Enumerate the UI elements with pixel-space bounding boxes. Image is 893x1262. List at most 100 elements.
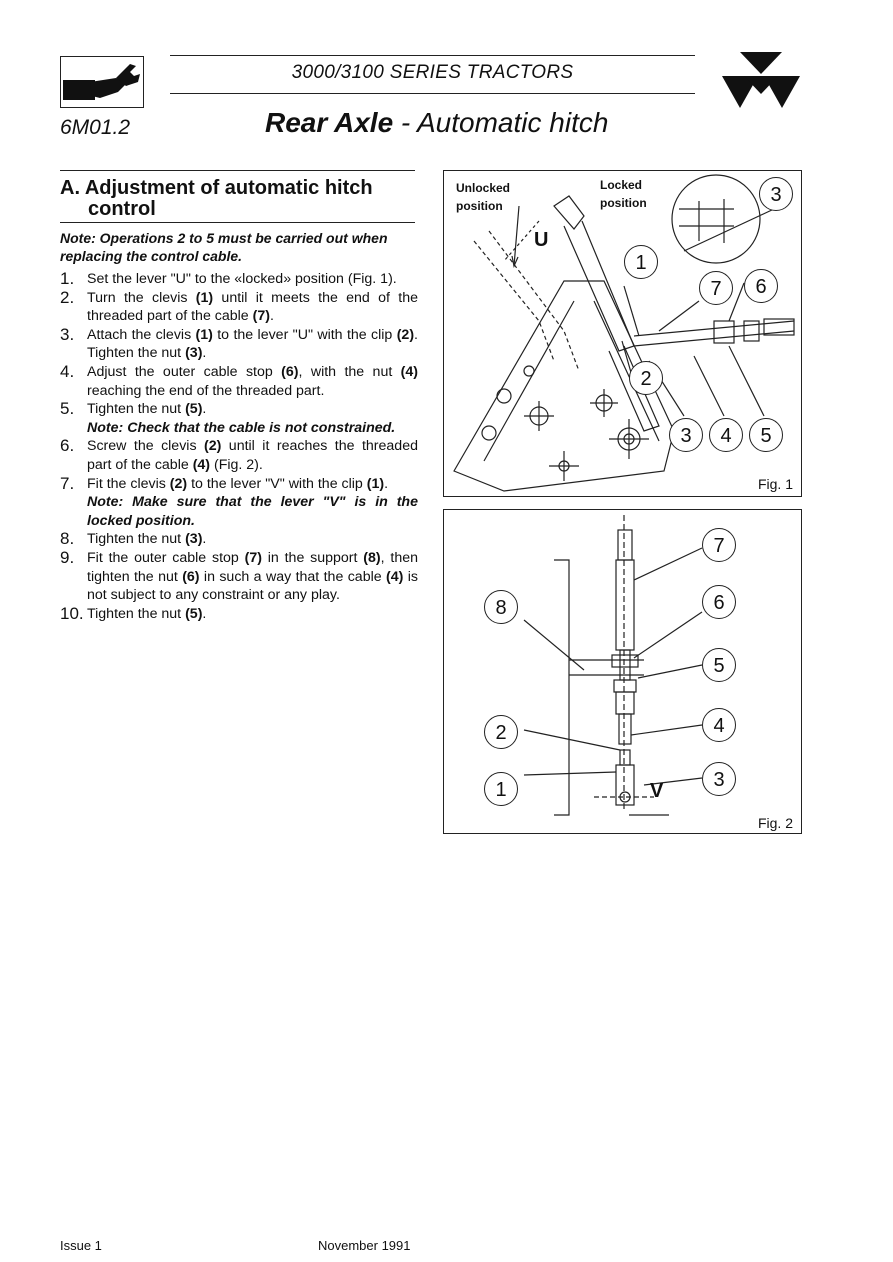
step-number: 3.: [60, 324, 75, 344]
locked-text-2: position: [600, 196, 647, 210]
step-text: (7): [252, 308, 270, 325]
figure-1-lever-u: U: [534, 229, 549, 251]
fig1-callout-2: 2: [629, 361, 663, 395]
step-number: 10.: [60, 603, 84, 623]
fig2-callout-8: 8: [484, 590, 518, 624]
step-text: . Tighten the nut: [87, 326, 418, 362]
step-7: 7. Fit the clevis (2) to the lever "V" wi…: [60, 473, 418, 531]
step-number: 7.: [60, 473, 75, 493]
step-text: Screw the clevis: [87, 438, 204, 455]
figure-1-locked-label: Locked position: [600, 176, 647, 212]
header-rule-top: [170, 55, 695, 56]
step-text: , then tighten the nut: [87, 549, 419, 585]
step-text: in such a way that the cable: [199, 568, 387, 585]
step-text: (2): [204, 438, 222, 455]
step-text: (3): [185, 345, 203, 362]
fig2-callout-7: 7: [702, 528, 736, 562]
step-text: (4): [386, 568, 404, 585]
section-note: Note: Operations 2 to 5 must be carried …: [60, 230, 388, 264]
locked-text: Locked: [600, 178, 643, 192]
step-1: 1. Set the lever "U" to the «locked» posi…: [60, 269, 418, 289]
step-text: Turn the clevis: [87, 289, 196, 306]
fig2-callout-1: 1: [484, 772, 518, 806]
section-title: A. Adjustment of automatic hitch control: [60, 178, 420, 220]
steps-list: 1. Set the lever "U" to the «locked» posi…: [60, 269, 419, 624]
fig1-callout-4: 4: [709, 418, 743, 452]
step-note: Note: Check that the cable is not constr…: [87, 419, 396, 436]
fig2-callout-4: 4: [702, 708, 736, 742]
step-text: (6): [281, 363, 299, 380]
step-text: (Fig. 2).: [210, 456, 263, 473]
step-text: .: [202, 531, 207, 548]
step-text: (2): [169, 475, 188, 492]
title-rest: - Automatic hitch: [393, 107, 609, 138]
step-number: 9.: [60, 547, 75, 567]
step-text: (6): [182, 568, 200, 585]
step-number: 6.: [60, 436, 75, 456]
fig2-callout-3: 3: [702, 762, 736, 796]
step-text: Fit the clevis: [87, 475, 170, 492]
step-number: 5.: [60, 399, 75, 419]
figure-1-drawing: [453, 174, 795, 492]
step-number: 2.: [60, 287, 75, 307]
title-bold: Rear Axle: [265, 107, 394, 138]
step-number: 8.: [60, 529, 75, 549]
step-text: (5): [185, 401, 203, 418]
step-text: .: [202, 345, 207, 362]
step-text: is not subject to any constraint or any …: [87, 568, 418, 604]
step-text: until it reaches the threaded part of th…: [87, 438, 418, 473]
triangle-logo-icon: [722, 50, 800, 112]
step-text: reaching the end of the threaded part.: [87, 382, 325, 399]
figure-1: Unlocked position Locked position U Fig. 1…: [443, 170, 802, 497]
fig1-callout-6: 6: [744, 269, 778, 303]
footer-issue: Issue 1: [60, 1238, 102, 1253]
step-4: 4. Adjust the outer cable stop (6), with …: [60, 361, 418, 400]
section-rule-bottom: [60, 222, 415, 223]
step-note: Note: Make sure that the lever "V" is in…: [87, 494, 418, 529]
step-text: (1): [195, 326, 213, 343]
fig1-callout-7: 7: [699, 271, 733, 305]
step-text: Tighten the nut: [87, 401, 186, 418]
step-text: Tighten the nut: [87, 531, 186, 548]
page-code: 6M01.2: [60, 116, 131, 139]
unlocked-text-2: position: [456, 199, 503, 213]
figure-2-lever-v: V: [650, 780, 664, 802]
step-10: 10.Tighten the nut (5).: [60, 603, 418, 624]
step-text: to the lever "U" with the clip: [212, 326, 397, 343]
step-text: (8): [363, 549, 381, 566]
step-text: .: [269, 308, 274, 325]
series-title: 3000/3100 SERIES TRACTORS: [291, 62, 574, 83]
step-text: (1): [366, 475, 385, 492]
step-text: Attach the clevis: [87, 326, 196, 343]
step-text: Fit the outer cable stop: [87, 549, 245, 566]
figure-1-caption: Fig. 1: [757, 476, 793, 492]
figure-1-unlocked-label: Unlocked position: [456, 179, 510, 215]
step-text: .: [202, 605, 207, 622]
manual-logo: [60, 56, 144, 108]
fig1-callout-3: 3: [759, 177, 793, 211]
fig1-callout-3: 3: [669, 418, 703, 452]
step-number: 4.: [60, 361, 75, 381]
step-text: (5): [185, 605, 203, 622]
fig1-callout-5: 5: [749, 418, 783, 452]
page-title: Rear Axle - Automatic hitch: [265, 107, 608, 139]
section-title-line1: A. Adjustment of automatic hitch: [60, 177, 373, 199]
step-text: , with the nut: [298, 363, 401, 380]
step-text: (4): [192, 456, 211, 473]
step-number: 1.: [60, 269, 75, 288]
unlocked-text: Unlocked: [456, 181, 511, 195]
figure-2-caption: Fig. 2: [757, 815, 793, 831]
step-text: (7): [244, 549, 262, 566]
step-text: .: [384, 475, 389, 492]
step-text: to the lever "V" with the clip: [187, 475, 367, 492]
step-text: until it meets the end of the threaded p…: [87, 289, 419, 325]
fig2-callout-2: 2: [484, 715, 518, 749]
fig2-callout-6: 6: [702, 585, 736, 619]
step-text: Set the lever "U" to the «locked» positi…: [87, 271, 397, 287]
step-text: Adjust the outer cable stop: [87, 363, 282, 380]
figure-2-drawing: [523, 515, 703, 816]
step-6: 6. Screw the clevis (2) until it reaches …: [60, 437, 418, 474]
step-text: (4): [400, 363, 418, 380]
step-8: 8.Tighten the nut (3).: [60, 530, 418, 549]
